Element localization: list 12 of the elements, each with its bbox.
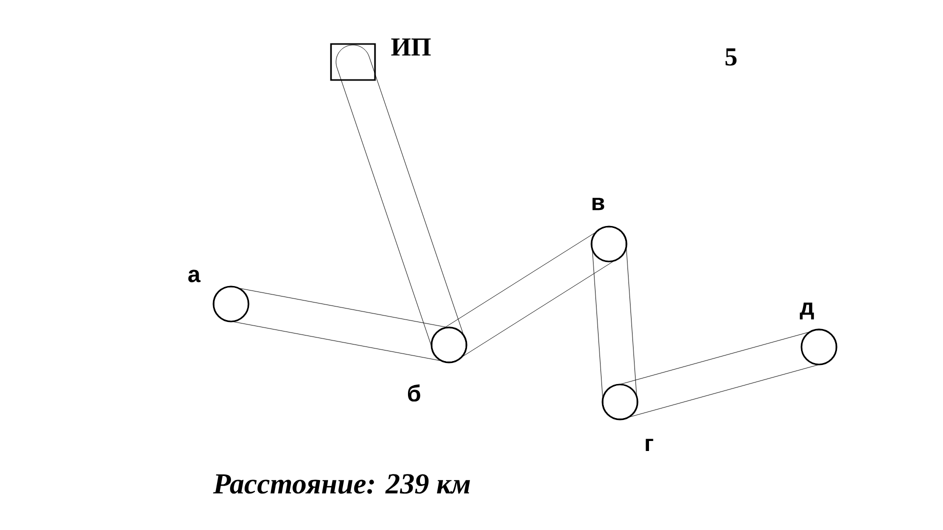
pipe-connector [602, 330, 836, 420]
node-label: д [800, 302, 814, 320]
node-label: г [646, 438, 654, 452]
node-label: а [188, 270, 201, 282]
node-label: б [408, 384, 420, 402]
caption: Расстояние: 239 км [213, 474, 470, 494]
node-label: ИП [391, 38, 431, 56]
pipe-connector [432, 226, 626, 362]
pipe-connector [592, 226, 638, 420]
node-label: в [592, 198, 604, 210]
pipe-connector [214, 286, 466, 362]
number-label: 5 [726, 48, 737, 66]
